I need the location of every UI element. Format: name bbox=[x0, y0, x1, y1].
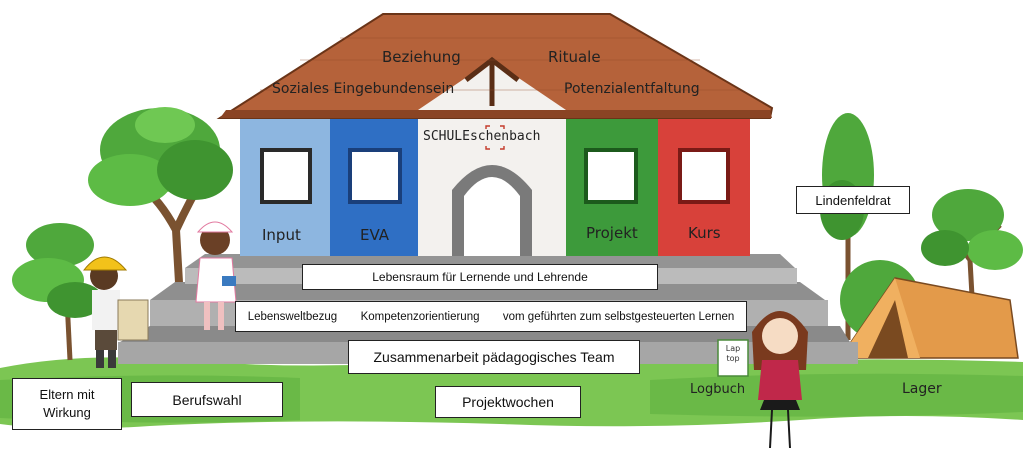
sign-focus-mark bbox=[485, 125, 505, 150]
berufswahl-box: Berufswahl bbox=[131, 382, 283, 417]
nurse-figure bbox=[195, 221, 237, 330]
roof-word-beziehung: Beziehung bbox=[382, 48, 461, 66]
step-middle-kompetenz: Kompetenzorientierung bbox=[360, 310, 480, 323]
girl-figure bbox=[717, 311, 808, 449]
projektwochen-label: Projektwochen bbox=[462, 394, 554, 410]
lager-label: Lager bbox=[902, 381, 942, 397]
roof-word-potenzial: Potenzialentfaltung bbox=[564, 81, 700, 97]
lindenfeldrat-label: Lindenfeldrat bbox=[815, 192, 891, 208]
tree-left-large bbox=[88, 107, 233, 301]
section-label-kurs: Kurs bbox=[688, 224, 721, 242]
eltern-box: Eltern mit Wirkung bbox=[12, 378, 122, 430]
tree-right-far bbox=[921, 189, 1023, 351]
roof-word-soziales: Soziales Eingebundensein bbox=[272, 81, 454, 97]
tent bbox=[838, 277, 1019, 359]
roof-word-rituale: Rituale bbox=[548, 48, 601, 66]
step-middle-lebenswelt: Lebensweltbezug bbox=[247, 310, 338, 323]
projektwochen-box: Projektwochen bbox=[435, 386, 581, 418]
step-middle-gefuehrt: vom geführten zum selbstgesteuerten Lern… bbox=[502, 310, 735, 323]
logbuch-label: Logbuch bbox=[690, 382, 746, 397]
lindenfeldrat-box: Lindenfeldrat bbox=[796, 186, 910, 214]
school-sign: SCHULEschenbach bbox=[423, 129, 540, 144]
step-top-text: Lebensraum für Lernende und Lehrende bbox=[372, 270, 588, 284]
laptop-sign-text: Lap top bbox=[725, 344, 741, 364]
step-bottom-box: Zusammenarbeit pädagogisches Team bbox=[348, 340, 640, 374]
berufswahl-label: Berufswahl bbox=[172, 391, 242, 408]
construction-worker-figure bbox=[82, 256, 149, 368]
section-label-eva: EVA bbox=[360, 226, 390, 244]
section-label-projekt: Projekt bbox=[586, 224, 638, 242]
step-bottom-text: Zusammenarbeit pädagogisches Team bbox=[373, 349, 615, 365]
section-label-input: Input bbox=[262, 226, 301, 244]
house bbox=[216, 13, 774, 256]
step-middle-box: Lebensweltbezug Kompetenzorientierung vo… bbox=[235, 301, 747, 332]
tree-left-small bbox=[12, 223, 103, 361]
step-top-box: Lebensraum für Lernende und Lehrende bbox=[302, 264, 658, 290]
eltern-label: Eltern mit Wirkung bbox=[39, 387, 95, 420]
